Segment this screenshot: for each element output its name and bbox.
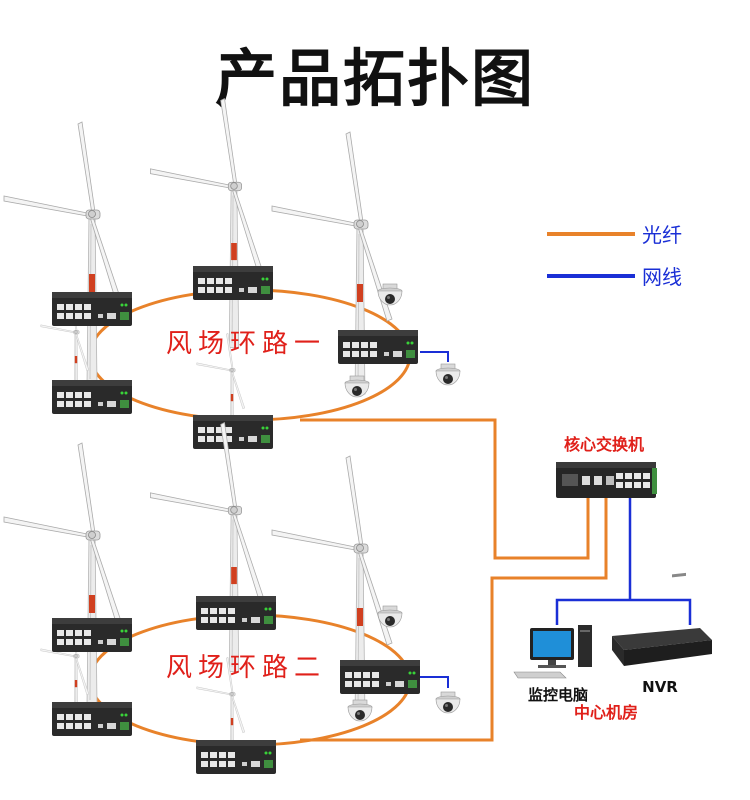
ring-switch	[52, 618, 132, 652]
ring-switch	[340, 660, 420, 694]
monitor-pc-icon	[513, 625, 592, 679]
ring-switch	[52, 702, 132, 736]
monitor-pc-label: 监控电脑	[528, 686, 588, 704]
legend-fiber-label: 光纤	[642, 223, 682, 247]
nvr-label: NVR	[642, 678, 678, 696]
ring-2-label: 风场环路二	[166, 653, 326, 683]
wind-turbine	[149, 98, 265, 348]
ring-switch	[338, 330, 418, 364]
core-switch-label: 核心交换机	[564, 435, 644, 454]
legend-cable-label: 网线	[642, 265, 682, 289]
dome-camera-icon	[435, 691, 461, 714]
cable-cam-ring-1	[420, 351, 449, 362]
page-title: 产品拓扑图	[214, 42, 535, 115]
dome-camera-icon	[435, 363, 461, 386]
dome-camera-icon	[344, 375, 370, 398]
ring-1-label: 风场环路一	[166, 329, 326, 359]
ring-switch	[52, 380, 132, 414]
wind-turbine	[149, 422, 265, 672]
center-room-label: 中心机房	[574, 703, 638, 722]
wind-turbine	[3, 121, 125, 385]
core-switch	[556, 462, 657, 498]
dome-camera-icon	[347, 699, 373, 722]
wind-turbine	[3, 442, 125, 706]
fiber-uplink-ring-2	[300, 498, 608, 742]
ring-switch	[196, 596, 276, 630]
fiber-uplink-ring-1	[300, 418, 590, 560]
ring-switch	[196, 740, 276, 774]
ring-switch	[52, 292, 132, 326]
cable-cam-ring-2	[420, 676, 449, 688]
legend: 光纤 网线	[547, 223, 682, 289]
ring-switch	[193, 266, 273, 300]
ring-switch	[193, 415, 273, 449]
cable-center-bus	[555, 598, 692, 625]
nvr-icon	[612, 572, 712, 666]
